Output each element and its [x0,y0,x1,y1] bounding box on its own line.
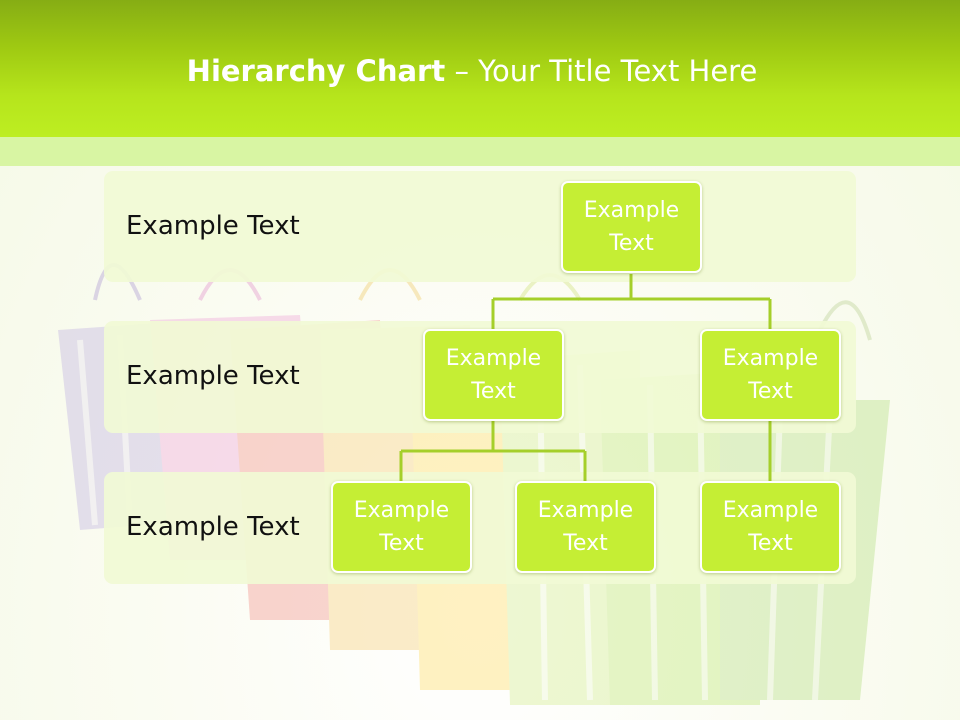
title-bar [0,0,960,137]
row-label-3: Example Text [126,512,300,542]
title-bold: Hierarchy Chart [186,54,446,88]
title-subband [0,137,960,166]
node-bottom-3-line1: Example [722,498,819,523]
node-mid-right-line1: Example [722,346,819,371]
node-top-line2: Text [609,231,654,256]
node-bottom-3-line2: Text [748,531,793,556]
row-label-2: Example Text [126,361,300,391]
node-bottom-2-line2: Text [563,531,608,556]
node-mid-left-line2: Text [471,379,516,404]
slide-title: Hierarchy Chart – Your Title Text Here [0,54,944,88]
node-mid-right-line2: Text [748,379,793,404]
node-bottom-1-line2: Text [379,531,424,556]
node-bottom-1-line1: Example [353,498,450,523]
row-band-1 [104,171,856,282]
title-rest: Your Title Text Here [478,54,758,88]
node-top-line1: Example [583,198,680,223]
node-bottom-2-line1: Example [537,498,634,523]
node-mid-left-line1: Example [445,346,542,371]
title-dash: – [445,54,479,88]
row-label-1: Example Text [126,211,300,241]
